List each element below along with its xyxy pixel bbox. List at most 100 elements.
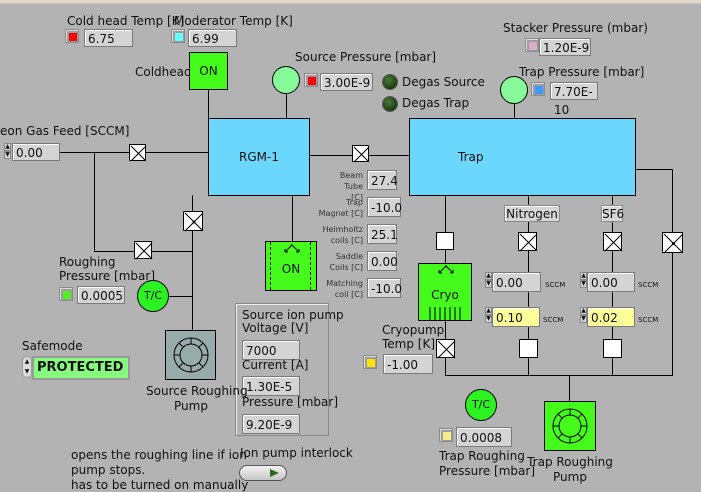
note-line3: has to be turned on manually (71, 478, 249, 492)
neon-gas-feed-input[interactable]: 0.00 (12, 143, 60, 161)
matching-coil-value: -10.0 (367, 278, 402, 298)
trap-tc-gauge-icon: T/C (465, 389, 497, 421)
pipe (292, 195, 293, 241)
stacker-pressure-value: 1.20E-9 (539, 38, 591, 56)
trap-roughing-pressure-label1: Trap Roughing (439, 449, 525, 463)
moderator-temp-led (171, 29, 185, 43)
sf6-valve-bottom-icon[interactable] (603, 339, 622, 358)
pipe (94, 152, 95, 252)
sf6-readback-unit: SCCM (638, 281, 659, 289)
neon-feed-valve-icon[interactable] (129, 144, 147, 162)
moderator-temp-label: Moderator Temp [K] (174, 14, 293, 28)
roughing-pressure-value: 0.0005 (77, 286, 125, 304)
degas-trap-led[interactable] (382, 96, 398, 112)
ion-pump-interlock-label: Ion pump interlock (240, 446, 353, 460)
roughing-bypass-valve-icon[interactable] (134, 241, 153, 260)
cold-head-temp-label: Cold head Temp [K] (67, 14, 185, 28)
source-ion-pump-state: ON (281, 262, 301, 276)
safemode-value[interactable]: PROTECTED (32, 356, 130, 380)
sf6-valve-icon[interactable] (603, 232, 623, 252)
cryopump-temp-value: -1.00 (383, 354, 433, 374)
trap-pressure-led (531, 82, 545, 96)
stacker-pressure-led (525, 38, 539, 52)
cryo-label: Cryo (431, 288, 459, 302)
cryo-valve-bottom-icon[interactable] (436, 339, 456, 359)
trap-roughing-pump[interactable] (544, 401, 596, 451)
nitrogen-valve-icon[interactable] (518, 232, 538, 252)
source-ion-pump[interactable]: ON (265, 241, 317, 291)
trap-chamber[interactable]: Trap (409, 118, 636, 196)
ion-pump-pressure-value: 9.20E-9 (242, 414, 300, 434)
cryo-valve-top-icon[interactable] (436, 232, 454, 250)
stacker-pressure-label: Stacker Pressure (mbar) (503, 21, 648, 35)
trap-bypass-valve-icon[interactable] (662, 232, 684, 254)
degas-source-label: Degas Source (402, 75, 485, 89)
rgm-chamber[interactable]: RGM-1 (208, 118, 310, 196)
nitrogen-setpoint-spinner[interactable]: ▲▼ (485, 307, 492, 323)
trap-roughing-pump-label1: Trap Roughing (527, 455, 613, 469)
safemode-spinner[interactable]: ▲▼ (22, 356, 32, 378)
source-roughing-pump-label2: Pump (174, 399, 208, 413)
cryopump-temp-label1: Cryopump (382, 323, 445, 337)
cryopump-temp-label2: Temp [K] (382, 337, 436, 351)
sf6-setpoint-unit: SCCM (638, 316, 659, 324)
window-top-border (0, 0, 701, 4)
cold-head-temp-led (65, 29, 79, 43)
note-line2: pump stops. (71, 463, 146, 477)
cryopump-temp-led (363, 355, 377, 369)
trap-roughing-pump-label2: Pump (553, 470, 587, 484)
source-pressure-led (304, 73, 318, 87)
pipe (672, 169, 673, 375)
current-label: Current [A] (242, 358, 309, 372)
nitrogen-button[interactable]: Nitrogen (504, 205, 560, 222)
voltage-value: 7000 (242, 340, 300, 360)
helmholtz-coils-value: 25.1 (367, 224, 398, 244)
cryo-pump[interactable]: Cryo (418, 263, 472, 321)
sf6-button[interactable]: SF6 (601, 205, 625, 222)
roughing-pressure-label2: Pressure [mbar] (59, 269, 156, 283)
nitrogen-readback-unit: SCCM (545, 281, 566, 289)
source-pressure-label: Source Pressure [mbar] (295, 50, 437, 64)
nitrogen-readback-spinner[interactable]: ▲▼ (485, 272, 492, 288)
play-icon (270, 469, 279, 477)
sf6-readback-spinner[interactable]: ▲▼ (580, 272, 587, 288)
pump-arrows-icon (438, 265, 454, 274)
ion-pump-interlock-toggle[interactable] (239, 465, 287, 481)
trap-pressure-value: 7.70E-10 (550, 82, 598, 117)
trap-label: Trap (458, 150, 484, 164)
sf6-setpoint-input[interactable]: 0.02 (587, 307, 635, 327)
source-roughing-pump[interactable] (165, 330, 216, 380)
sf6-setpoint-spinner[interactable]: ▲▼ (580, 307, 587, 323)
source-tc-gauge-icon: T/C (137, 280, 169, 312)
source-pressure-value: 3.00E-9 (320, 73, 373, 91)
pipe (514, 103, 515, 119)
trap-roughing-pressure-value: 0.0008 (456, 427, 512, 447)
cryo-fins-icon (429, 307, 461, 320)
trap-roughing-pressure-label2: Pressure [mbar] (439, 464, 536, 478)
coldhead-toggle[interactable]: ON (189, 52, 228, 90)
source-ion-pump-title: Source ion pump (242, 308, 344, 322)
pump-arrows-icon (284, 244, 300, 253)
note-line1: opens the roughing line if ion (71, 448, 247, 462)
pipe (286, 93, 287, 119)
pipe (168, 296, 192, 297)
nitrogen-setpoint-input[interactable]: 0.10 (492, 307, 540, 327)
degas-source-led[interactable] (382, 74, 398, 90)
pump-rotor-icon (552, 408, 588, 444)
rgm-trap-valve-icon[interactable] (352, 145, 370, 163)
source-roughing-pump-label1: Source Roughing (146, 384, 248, 398)
rgm-label: RGM-1 (239, 150, 279, 164)
roughing-pressure-label1: Roughing (59, 255, 116, 269)
rgm-roughing-valve-icon[interactable] (183, 211, 204, 232)
pipe (635, 169, 673, 170)
neon-gas-feed-label: eon Gas Feed [SCCM] (0, 124, 130, 138)
nitrogen-valve-bottom-icon[interactable] (519, 339, 538, 358)
pipe (569, 375, 570, 401)
sf6-readback: 0.00 (587, 272, 635, 292)
cold-head-temp-value: 6.75 (84, 29, 133, 47)
neon-gas-feed-spinner[interactable]: ▲▼ (4, 143, 11, 159)
source-ion-pump-panel: Source ion pump Voltage [V] 7000 Current… (235, 303, 344, 436)
